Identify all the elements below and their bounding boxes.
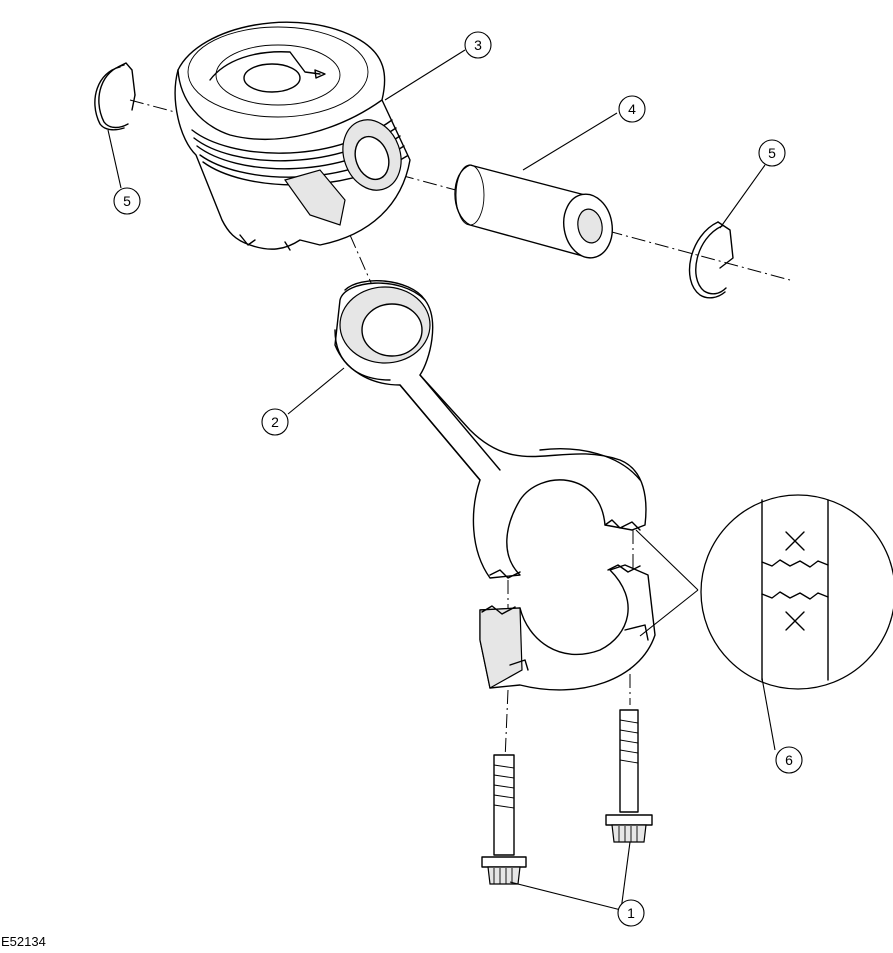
leader-lines [107,49,776,911]
callout-5-right-label: 5 [768,145,776,161]
callout-6-label: 6 [785,752,793,768]
fracture-detail-icon [700,494,893,690]
snap-ring-right-icon [688,221,734,299]
callout-5-left: 5 [113,187,141,215]
cap-bolt-right-icon [605,709,653,843]
callout-2-label: 2 [271,414,279,430]
callout-3-label: 3 [474,37,482,53]
callout-5-left-label: 5 [123,193,131,209]
connecting-rod-icon [334,280,647,579]
callout-1: 1 [617,899,645,927]
snap-ring-left-icon [94,62,136,131]
rod-cap-icon [479,564,656,691]
callout-6: 6 [775,746,803,774]
cap-bolt-left-icon [481,754,527,885]
figure-id: E52134 [1,934,46,949]
callout-3: 3 [464,31,492,59]
callout-5-right: 5 [758,139,786,167]
callout-4-label: 4 [628,101,636,117]
piston-pin-icon [454,164,613,259]
callout-1-label: 1 [627,905,635,921]
callout-2: 2 [261,408,289,436]
piston-icon [174,21,411,251]
callout-4: 4 [618,95,646,123]
